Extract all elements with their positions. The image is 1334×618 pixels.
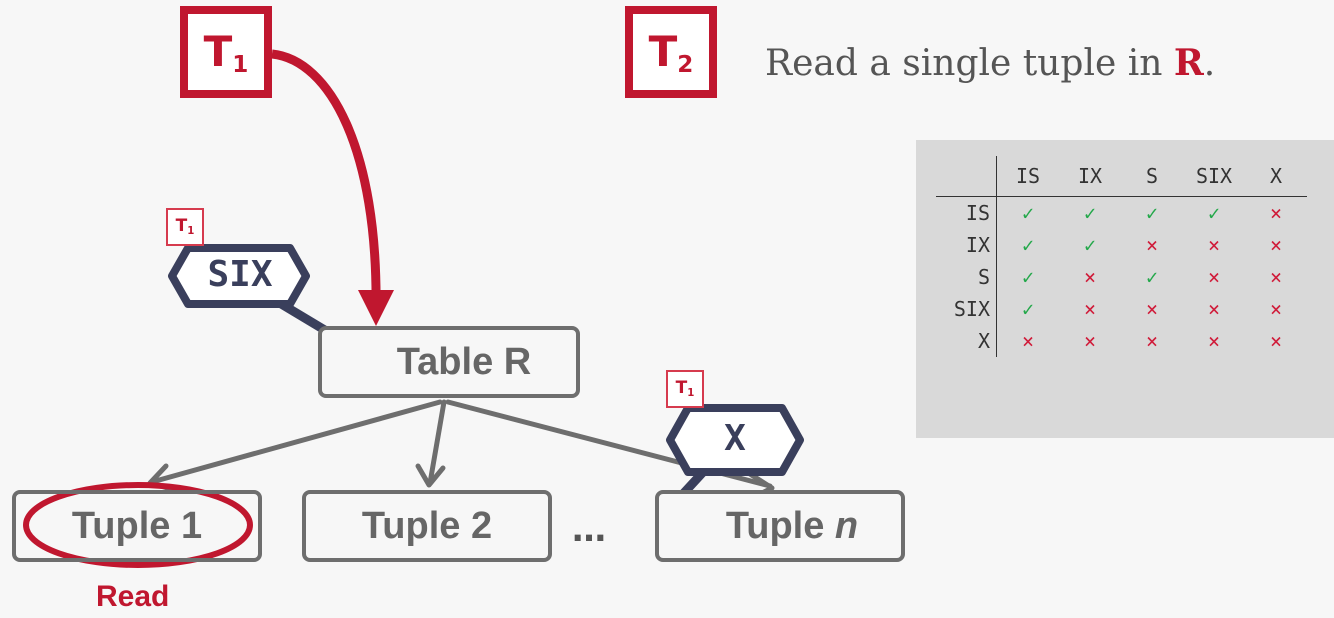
matrix-cell: ✓ <box>1083 233 1097 257</box>
tuple1-label: Tuple 1 <box>71 505 203 547</box>
matrix-row: X × × × × × <box>936 325 1307 357</box>
caption-text: Read a single tuple in <box>765 43 1174 84</box>
compatibility-table: IS IX S SIX X IS✓✓✓✓×IX✓✓×××S✓×✓××SIX✓××… <box>936 156 1307 357</box>
t1-arrow-head <box>358 290 394 326</box>
matrix-cell: × <box>1269 201 1283 225</box>
tuplen-label: Tuple n <box>726 505 858 547</box>
read-label: Read <box>96 580 170 613</box>
table-r-label: Table R <box>396 341 532 383</box>
matrix-row-header: S <box>936 261 997 293</box>
matrix-cell: × <box>1145 297 1159 321</box>
matrix-row: IX ✓ ✓ × × × <box>936 229 1307 261</box>
matrix-cell: × <box>1083 329 1097 353</box>
transaction-t1-box: T1 <box>180 6 272 98</box>
matrix-cell: × <box>1145 233 1159 257</box>
tuplen-prefix: Tuple <box>725 505 835 547</box>
edge-table-tuple2-head <box>415 463 446 488</box>
six-owner-badge: T1 <box>166 208 204 246</box>
compatibility-matrix: IS IX S SIX X IS✓✓✓✓×IX✓✓×××S✓×✓××SIX✓××… <box>916 140 1334 438</box>
edge-table-tuple2 <box>427 399 447 486</box>
t2-subscript: 2 <box>677 51 694 78</box>
ellipsis: … <box>572 510 606 550</box>
tuplen-n: n <box>834 505 859 547</box>
matrix-cell: × <box>1269 233 1283 257</box>
matrix-body: IS ✓ ✓ ✓ ✓ × IX ✓ ✓ × × × S ✓ × ✓ × × SIX ✓ × × × × X × × × × × <box>936 196 1307 357</box>
tuplen-node: Tuple n <box>655 490 905 562</box>
matrix-cell: ✓ <box>1145 265 1159 289</box>
matrix-col-header: IX <box>1059 156 1121 197</box>
matrix-cell: ✓ <box>1021 265 1035 289</box>
matrix-row-header: IX <box>936 229 997 261</box>
x-owner-sub: 1 <box>687 387 695 399</box>
caption-end: . <box>1203 43 1216 84</box>
matrix-col-header: IS <box>996 156 1059 197</box>
matrix-cell: ✓ <box>1021 297 1035 321</box>
x-owner-letter: T <box>675 378 688 398</box>
x-lock-label: X <box>724 418 746 459</box>
t1-arrow <box>271 49 381 309</box>
table-r-node: Table R <box>318 326 580 398</box>
matrix-cell: ✓ <box>1207 201 1221 225</box>
t2-letter: T <box>648 27 678 76</box>
tuple1-node: Tuple 1 <box>12 490 262 562</box>
matrix-col-header: SIX <box>1183 156 1245 197</box>
matrix-cell: × <box>1269 297 1283 321</box>
matrix-cell: × <box>1207 233 1221 257</box>
x-lock-hexagon <box>666 404 804 476</box>
matrix-cell: × <box>1145 329 1159 353</box>
matrix-cell: × <box>1021 329 1035 353</box>
matrix-col-header: X <box>1245 156 1307 197</box>
matrix-row-header: IS <box>936 196 997 229</box>
six-owner-letter: T <box>175 216 188 236</box>
read-highlight-ellipse <box>23 482 253 568</box>
t1-letter: T <box>203 27 233 76</box>
matrix-cell: ✓ <box>1145 201 1159 225</box>
caption-emph: R <box>1173 42 1204 84</box>
matrix-row-header: X <box>936 325 997 357</box>
six-owner-sub: 1 <box>187 225 195 237</box>
edge-table-tuple1 <box>149 399 443 485</box>
six-lock-hexagon <box>168 244 310 308</box>
matrix-cell: × <box>1207 329 1221 353</box>
matrix-cell: × <box>1083 297 1097 321</box>
matrix-row: IS ✓ ✓ ✓ ✓ × <box>936 196 1307 229</box>
matrix-cell: ✓ <box>1083 201 1097 225</box>
matrix-cell: × <box>1083 265 1097 289</box>
transaction-t2-box: T2 <box>625 6 717 98</box>
caption: Read a single tuple in R. <box>765 42 1215 84</box>
matrix-row: SIX ✓ × × × × <box>936 293 1307 325</box>
six-lock-label: SIX <box>207 254 273 295</box>
matrix-cell: × <box>1207 265 1221 289</box>
tuple2-node: Tuple 2 <box>302 490 552 562</box>
matrix-col-header: S <box>1121 156 1183 197</box>
matrix-header-row: IS IX S SIX X <box>936 156 1307 197</box>
matrix-row-header: SIX <box>936 293 997 325</box>
matrix-cell: × <box>1269 265 1283 289</box>
matrix-cell: ✓ <box>1021 201 1035 225</box>
x-owner-badge: T1 <box>666 370 704 408</box>
matrix-row: S ✓ × ✓ × × <box>936 261 1307 293</box>
t1-subscript: 1 <box>232 51 249 78</box>
matrix-cell: ✓ <box>1021 233 1035 257</box>
matrix-corner <box>936 156 997 197</box>
matrix-cell: × <box>1207 297 1221 321</box>
matrix-cell: × <box>1269 329 1283 353</box>
tuple2-label: Tuple 2 <box>361 505 493 547</box>
